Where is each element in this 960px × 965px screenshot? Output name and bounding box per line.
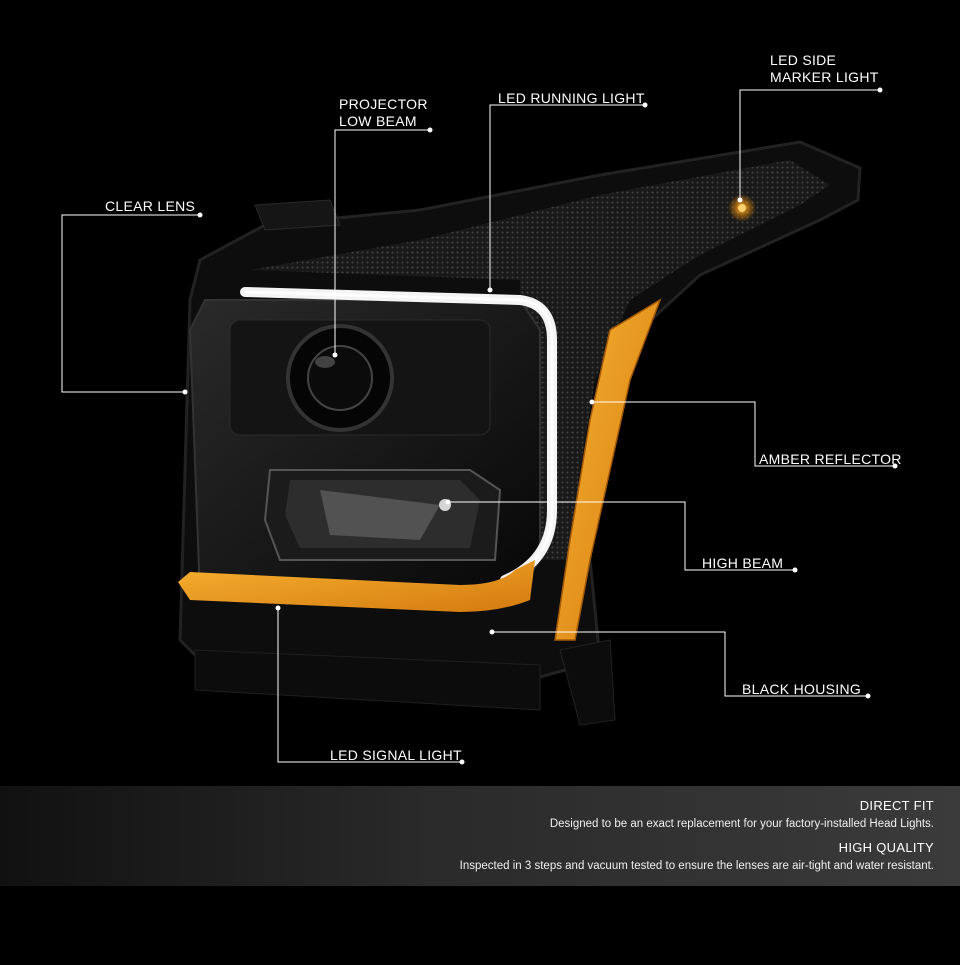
label-projector-low-beam: PROJECTOR LOW BEAM [339,96,428,130]
label-projector-line-1: PROJECTOR [339,96,428,112]
label-led-side-marker: LED SIDE MARKER LIGHT [770,52,879,86]
feature-band: DIRECT FIT Designed to be an exact repla… [0,786,960,886]
mounting-tab-bottom [194,649,541,711]
feature-direct-fit: DIRECT FIT Designed to be an exact repla… [550,798,934,830]
feature-high-quality: HIGH QUALITY Inspected in 3 steps and va… [460,840,934,872]
mounting-tab-top [254,199,341,231]
callout-dots [182,87,898,765]
led-signal-strip [178,560,535,612]
feature-description: Inspected in 3 steps and vacuum tested t… [459,860,934,872]
feature-description: Designed to be an exact replacement for … [549,818,934,830]
amber-reflector-strip [554,298,662,641]
label-projector-line-2: LOW BEAM [339,113,417,129]
label-led-side-marker-line-2: MARKER LIGHT [770,69,879,85]
label-amber-reflector: AMBER REFLECTOR [759,451,902,467]
label-led-signal-light: LED SIGNAL LIGHT [330,747,462,763]
label-high-beam: HIGH BEAM [702,555,784,571]
feature-title: HIGH QUALITY [838,840,934,855]
callout-lines [61,89,895,763]
label-black-housing: BLACK HOUSING [742,681,862,697]
label-clear-lens: CLEAR LENS [105,198,196,214]
label-led-running-light: LED RUNNING LIGHT [498,90,645,106]
label-led-side-marker-line-1: LED SIDE [770,52,837,68]
feature-title: DIRECT FIT [859,798,934,813]
